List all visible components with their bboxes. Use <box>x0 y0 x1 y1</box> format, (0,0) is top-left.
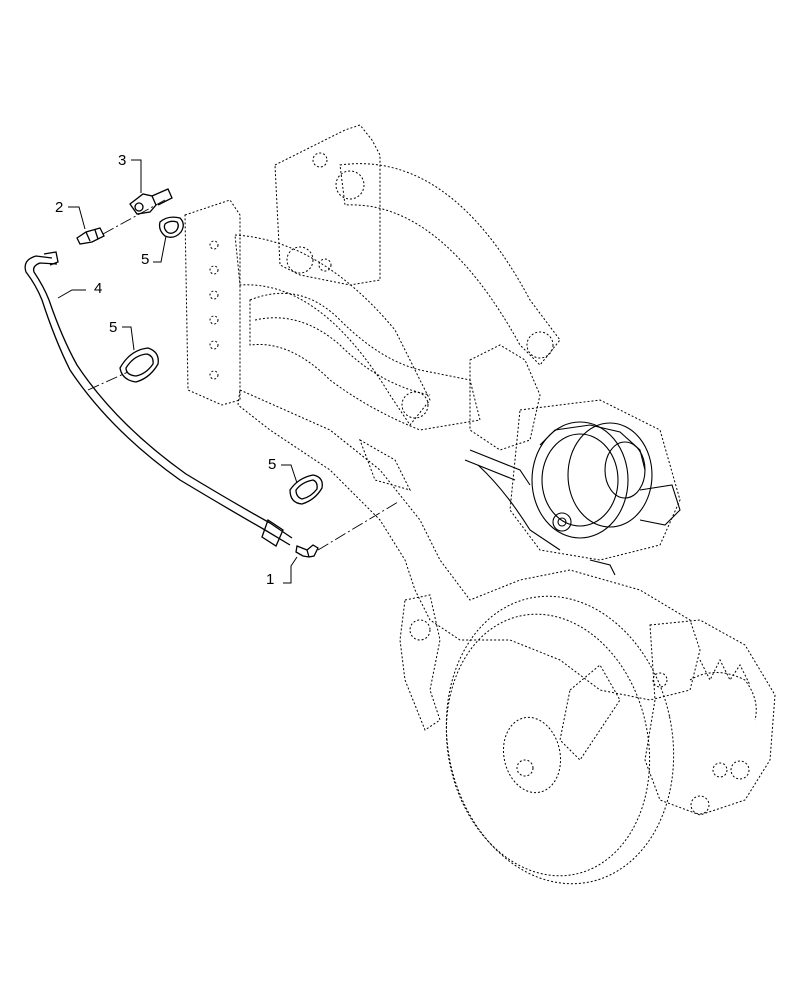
callout-3-number: 3 <box>118 152 126 169</box>
callout-1-number: 1 <box>266 571 274 588</box>
callout-2: 2 <box>55 199 86 230</box>
part-3-sensor <box>129 188 173 215</box>
callout-3: 3 <box>118 152 142 193</box>
callout-1: 1 <box>266 556 298 588</box>
part-5-clamp-lower <box>289 474 323 505</box>
callout-5-lower-number: 5 <box>268 456 276 473</box>
callout-5-top: 5 <box>141 235 167 268</box>
callout-5-lower: 5 <box>268 456 298 484</box>
callout-5-top-number: 5 <box>141 251 149 268</box>
part-4-tube <box>24 251 293 547</box>
part-1-fitting <box>295 544 319 558</box>
part-2-fitting <box>76 227 105 245</box>
row-unit-assembly <box>184 124 776 885</box>
assembly-centerlines <box>87 199 399 551</box>
part-5-clamp-top <box>158 216 184 238</box>
callout-4-number: 4 <box>94 280 102 297</box>
part-5-clamp-middle <box>119 347 159 383</box>
callout-4: 4 <box>57 280 102 299</box>
seed-meter <box>464 421 681 576</box>
callout-5-middle: 5 <box>109 319 135 351</box>
callout-2-number: 2 <box>55 199 63 216</box>
callout-5-middle-number: 5 <box>109 319 117 336</box>
